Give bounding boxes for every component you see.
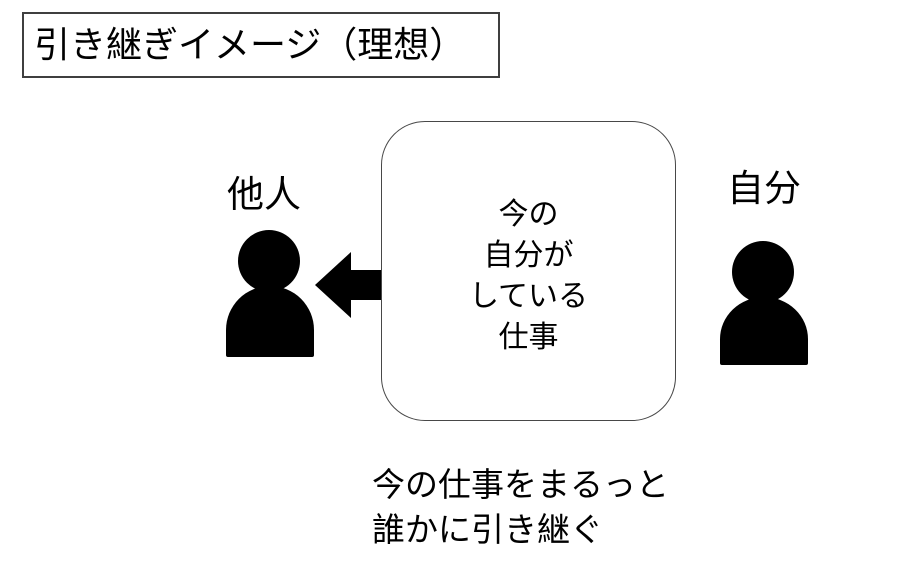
person-label-self: 自分 bbox=[727, 168, 801, 209]
person-head-icon bbox=[732, 241, 794, 303]
caption-text: 今の仕事をまるっと 誰かに引き継ぐ bbox=[372, 466, 669, 548]
current-work-box: 今の 自分が している 仕事 bbox=[381, 121, 676, 421]
arrow-left-icon bbox=[315, 250, 397, 320]
arrow-left-shape bbox=[315, 252, 397, 318]
person-icon-self bbox=[720, 241, 810, 365]
person-icon-other bbox=[226, 230, 316, 357]
person-head-icon bbox=[238, 230, 300, 292]
person-body-icon bbox=[226, 286, 314, 357]
page-title: 引き継ぎイメージ（理想） bbox=[34, 24, 466, 65]
person-body-icon bbox=[720, 297, 808, 365]
person-label-other: 他人 bbox=[227, 174, 301, 215]
title-box: 引き継ぎイメージ（理想） bbox=[22, 12, 500, 78]
current-work-text: 今の 自分が している 仕事 bbox=[468, 198, 589, 354]
